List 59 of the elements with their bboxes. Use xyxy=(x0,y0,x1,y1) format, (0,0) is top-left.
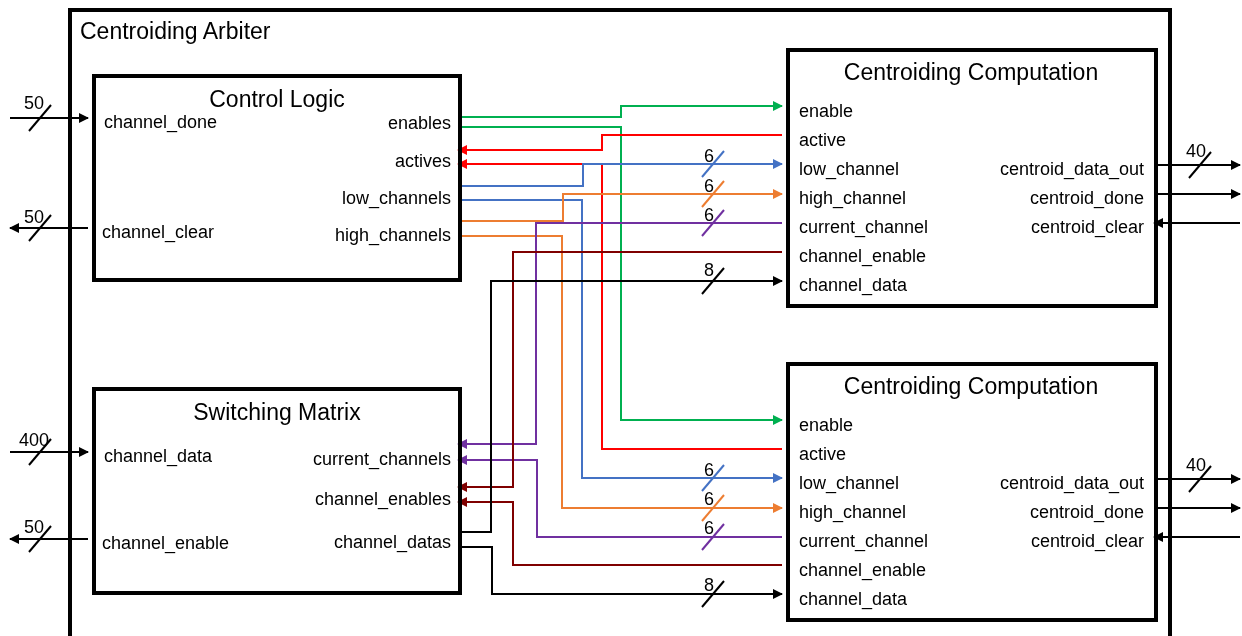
arrow xyxy=(9,447,89,457)
block-title: Centroiding Computation xyxy=(843,59,1099,85)
edge-label: 50 xyxy=(24,207,44,227)
port-label: centroid_data_out xyxy=(999,473,1144,493)
port-label: low_channels xyxy=(341,188,451,208)
block-title: Control Logic xyxy=(209,86,345,112)
port-label: enables xyxy=(387,113,451,133)
module-box xyxy=(786,362,1158,622)
port-label: enable xyxy=(799,101,854,121)
port-label: channel_data xyxy=(104,446,213,466)
edge-label: 6 xyxy=(704,460,714,480)
block-title: Centroiding Arbiter xyxy=(80,18,271,44)
module-box xyxy=(92,74,462,282)
port-label: centroid_clear xyxy=(1030,531,1144,551)
port-label: channel_data xyxy=(799,275,908,295)
port-label: high_channel xyxy=(799,502,907,522)
port-label: channel_enable xyxy=(102,533,230,553)
edge-label: 400 xyxy=(19,430,49,450)
edge-label: 8 xyxy=(704,575,714,595)
edge-label: 8 xyxy=(704,260,714,280)
edge-label: 40 xyxy=(1186,141,1206,161)
edge-label: 6 xyxy=(704,176,714,196)
port-label: channel_enable xyxy=(799,560,927,580)
port-label: active xyxy=(799,444,847,464)
edge-label: 50 xyxy=(24,517,44,537)
arrow xyxy=(9,223,89,233)
port-label: active xyxy=(799,130,847,150)
port-label: enable xyxy=(799,415,854,435)
arrow xyxy=(9,113,89,123)
port-label: current_channel xyxy=(799,531,929,551)
port-label: channel_enable xyxy=(799,246,927,266)
block-title: Centroiding Computation xyxy=(843,373,1099,399)
port-label: actives xyxy=(394,151,451,171)
edge-label: 6 xyxy=(704,489,714,509)
port-label: current_channels xyxy=(312,449,451,469)
port-label: channel_datas xyxy=(333,532,451,552)
arrow xyxy=(9,534,89,544)
block-title: Switching Matrix xyxy=(193,399,361,425)
port-label: low_channel xyxy=(799,473,900,493)
edge-label: 40 xyxy=(1186,455,1206,475)
module-box xyxy=(786,48,1158,308)
port-label: high_channel xyxy=(799,188,907,208)
port-label: channel_data xyxy=(799,589,908,609)
port-label: channel_clear xyxy=(102,222,215,242)
edge-label: 6 xyxy=(704,146,714,166)
port-label: high_channels xyxy=(334,225,451,245)
port-label: channel_done xyxy=(104,112,218,132)
port-label: channel_enables xyxy=(314,489,451,509)
port-label: low_channel xyxy=(799,159,900,179)
port-label: current_channel xyxy=(799,217,929,237)
port-label: centroid_done xyxy=(1029,188,1144,208)
port-label: centroid_clear xyxy=(1030,217,1144,237)
module-frame xyxy=(68,8,1172,636)
module-box xyxy=(92,387,462,595)
edge-label: 6 xyxy=(704,205,714,225)
edge-label: 50 xyxy=(24,93,44,113)
port-label: centroid_data_out xyxy=(999,159,1144,179)
port-label: centroid_done xyxy=(1029,502,1144,522)
edge-label: 6 xyxy=(704,518,714,538)
